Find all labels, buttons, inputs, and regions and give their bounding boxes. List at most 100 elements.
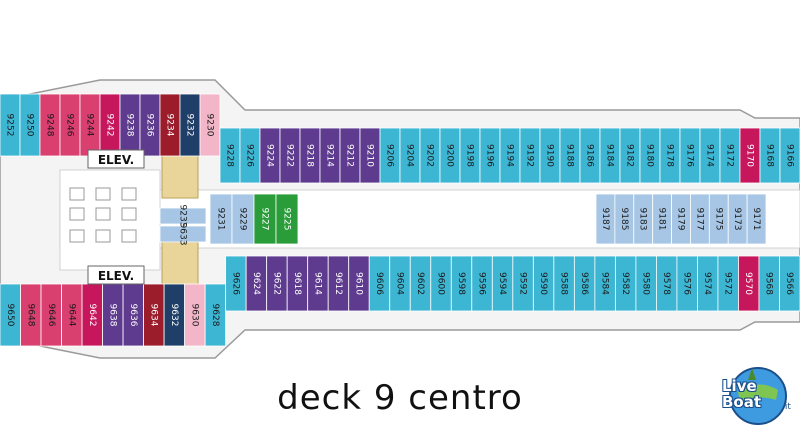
cabin-9580[interactable]: 9580 [635,255,657,312]
cabin-9194[interactable]: 9194 [499,127,521,184]
cabin-9177[interactable]: 9177 [690,193,710,245]
cabin-9246[interactable]: 9246 [59,93,81,157]
cabin-9196[interactable]: 9196 [479,127,501,184]
cabin-9622[interactable]: 9622 [266,255,288,312]
cabin-9566[interactable]: 9566 [779,255,800,312]
cabin-9582[interactable]: 9582 [614,255,637,312]
cabin-9636[interactable]: 9636 [122,283,144,347]
cabin-9568[interactable]: 9568 [758,255,780,312]
cabin-9588[interactable]: 9588 [553,255,575,312]
cabin-9173[interactable]: 9173 [727,193,748,245]
cabin-9170[interactable]: 9170 [739,127,761,184]
cabin-9231[interactable]: 9231 [209,193,233,245]
cabin-9594[interactable]: 9594 [491,255,514,312]
cabin-9184[interactable]: 9184 [599,127,621,184]
cabin-9182[interactable]: 9182 [619,127,641,184]
cabin-9610[interactable]: 9610 [348,255,370,312]
cabin-9634[interactable]: 9634 [143,283,165,347]
cabin-9233[interactable]: 9233 [159,205,207,228]
cabin-9181[interactable]: 9181 [652,193,672,245]
cabin-9644[interactable]: 9644 [61,283,83,347]
cabin-9584[interactable]: 9584 [594,255,616,312]
cabin-9598[interactable]: 9598 [450,255,473,312]
cabin-9166[interactable]: 9166 [779,127,800,184]
cabin-9200[interactable]: 9200 [439,127,461,184]
cabin-9570[interactable]: 9570 [738,255,760,312]
cabin-9242[interactable]: 9242 [99,93,121,157]
cabin-9218[interactable]: 9218 [299,127,321,184]
cabin-number: 9602 [415,272,425,295]
cabin-9606[interactable]: 9606 [368,255,391,312]
cabin-9175[interactable]: 9175 [708,193,729,245]
cabin-9185[interactable]: 9185 [614,193,635,245]
cabin-9238[interactable]: 9238 [119,93,141,157]
cabin-9250[interactable]: 9250 [19,93,41,157]
cabin-9183[interactable]: 9183 [633,193,654,245]
cabin-9646[interactable]: 9646 [40,283,62,347]
cabin-9618[interactable]: 9618 [286,255,309,312]
cabin-9202[interactable]: 9202 [419,127,441,184]
cabin-9602[interactable]: 9602 [409,255,432,312]
cabin-9624[interactable]: 9624 [245,255,268,312]
cabin-9168[interactable]: 9168 [759,127,781,184]
cabin-9578[interactable]: 9578 [656,255,678,312]
cabin-9186[interactable]: 9186 [579,127,601,184]
cabin-9234[interactable]: 9234 [159,93,181,157]
cabin-9612[interactable]: 9612 [327,255,350,312]
cabin-9590[interactable]: 9590 [532,255,555,312]
cabin-number: 9210 [365,144,375,167]
cabin-9650[interactable]: 9650 [0,283,21,347]
cabin-9214[interactable]: 9214 [319,127,341,184]
cabin-9176[interactable]: 9176 [679,127,701,184]
cabin-9248[interactable]: 9248 [39,93,61,157]
cabin-9210[interactable]: 9210 [359,127,381,184]
cabin-9252[interactable]: 9252 [0,93,21,157]
cabin-9174[interactable]: 9174 [699,127,721,184]
cabin-9198[interactable]: 9198 [459,127,481,184]
cabin-9228[interactable]: 9228 [219,127,241,184]
cabin-9179[interactable]: 9179 [671,193,691,245]
cabin-9632[interactable]: 9632 [163,283,186,347]
cabin-number: 9578 [661,272,671,295]
cabin-9178[interactable]: 9178 [659,127,681,184]
cabin-9192[interactable]: 9192 [519,127,541,184]
cabin-9244[interactable]: 9244 [79,93,101,157]
cabin-9224[interactable]: 9224 [259,127,281,184]
cabin-9633[interactable]: 9633 [159,223,207,246]
cabin-9586[interactable]: 9586 [573,255,596,312]
cabin-9572[interactable]: 9572 [717,255,739,312]
cabin-9596[interactable]: 9596 [471,255,493,312]
cabin-9190[interactable]: 9190 [539,127,561,184]
cabin-9180[interactable]: 9180 [639,127,661,184]
cabin-9628[interactable]: 9628 [204,283,227,347]
cabin-9630[interactable]: 9630 [184,283,206,347]
cabin-number: 9230 [205,114,215,137]
cabin-9172[interactable]: 9172 [719,127,741,184]
cabin-9232[interactable]: 9232 [179,93,201,157]
cabin-number: 9184 [605,144,615,167]
cabin-9638[interactable]: 9638 [102,283,124,347]
cabin-9188[interactable]: 9188 [559,127,581,184]
cabin-number: 9228 [225,144,235,167]
cabin-9227[interactable]: 9227 [253,193,277,245]
cabin-9212[interactable]: 9212 [339,127,361,184]
cabin-9626[interactable]: 9626 [225,255,247,312]
cabin-9226[interactable]: 9226 [239,127,261,184]
cabin-9648[interactable]: 9648 [20,283,42,347]
cabin-9204[interactable]: 9204 [399,127,421,184]
cabin-9592[interactable]: 9592 [512,255,534,312]
cabin-9187[interactable]: 9187 [595,193,616,245]
cabin-9230[interactable]: 9230 [199,93,221,157]
cabin-9574[interactable]: 9574 [697,255,719,312]
cabin-9600[interactable]: 9600 [430,255,452,312]
cabin-9206[interactable]: 9206 [379,127,401,184]
cabin-9229[interactable]: 9229 [231,193,255,245]
cabin-9236[interactable]: 9236 [139,93,161,157]
cabin-9642[interactable]: 9642 [81,283,103,347]
cabin-9614[interactable]: 9614 [307,255,329,312]
cabin-9222[interactable]: 9222 [279,127,301,184]
cabin-9171[interactable]: 9171 [746,193,767,245]
cabin-9604[interactable]: 9604 [389,255,411,312]
cabin-9225[interactable]: 9225 [275,193,299,245]
cabin-9576[interactable]: 9576 [676,255,698,312]
